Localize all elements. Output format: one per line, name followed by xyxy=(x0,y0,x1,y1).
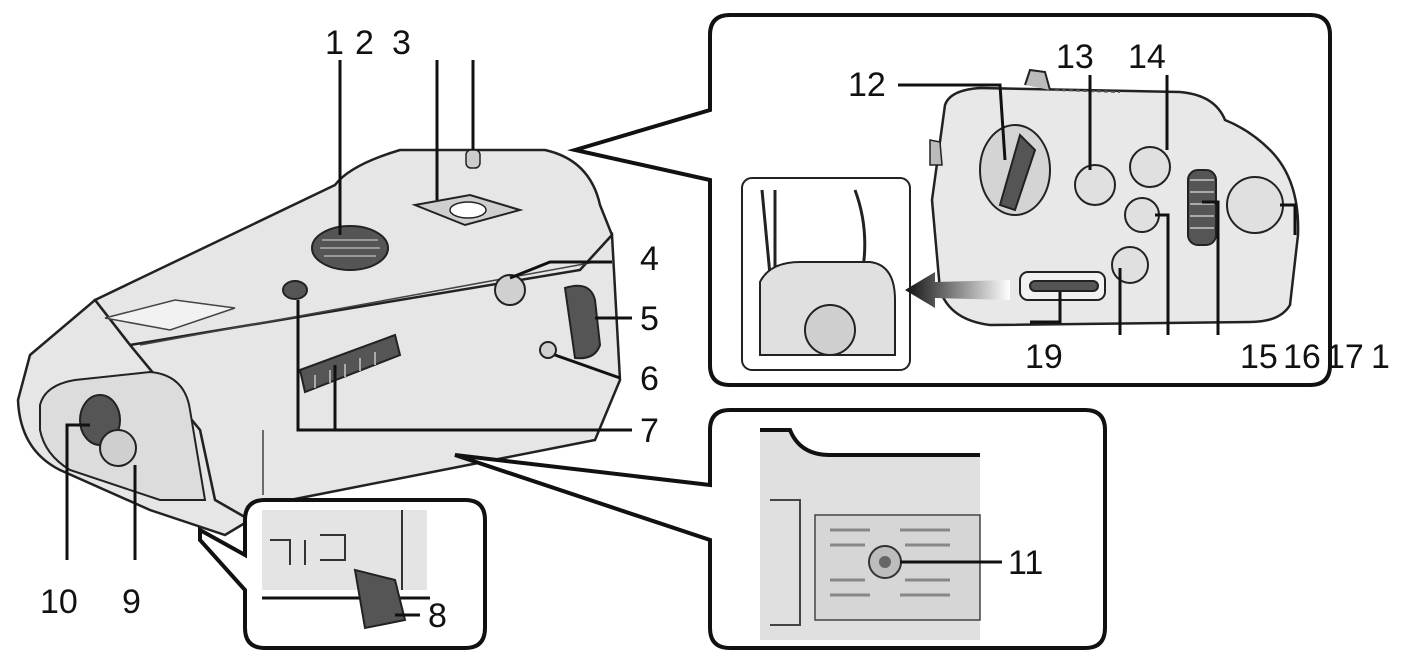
bottom-view-illustration xyxy=(760,428,981,640)
callout-8: 8 xyxy=(428,597,447,635)
leader-6 xyxy=(554,353,621,380)
lever-texture xyxy=(314,352,376,388)
slide-lever xyxy=(298,333,402,394)
rear-dial xyxy=(1187,169,1217,246)
callout-1: 1 xyxy=(325,24,344,62)
camera-thumbnail xyxy=(759,189,896,356)
callout-3: 3 xyxy=(392,24,411,62)
controller-lever xyxy=(998,133,1037,212)
leader-19 xyxy=(1030,292,1062,324)
grip-body xyxy=(16,148,622,537)
callout-10: 10 xyxy=(40,583,78,621)
top-slider xyxy=(1024,68,1051,91)
leader-17 xyxy=(1155,213,1170,335)
door-latch xyxy=(99,429,137,467)
terminal-cover-illustration xyxy=(262,510,430,630)
leader-15 xyxy=(1280,203,1297,235)
connector-slot xyxy=(1029,280,1099,292)
terminal-cover xyxy=(353,568,407,630)
callout-6: 6 xyxy=(640,360,659,398)
rear-button-17 xyxy=(1124,197,1160,233)
round-button xyxy=(494,274,526,306)
callout-11: 11 xyxy=(1008,544,1043,582)
thumbnail-strap-left xyxy=(760,189,777,276)
bottom-side-edge xyxy=(770,499,801,626)
bottom-plate-edge xyxy=(760,428,980,457)
side-dial xyxy=(563,284,602,360)
callout-13: 13 xyxy=(1056,38,1094,76)
callout-4: 4 xyxy=(640,240,659,278)
rear-button-13 xyxy=(1074,164,1116,206)
cover-details xyxy=(270,534,346,565)
contact-post xyxy=(465,149,481,169)
dial-texture xyxy=(320,239,380,257)
callout-14: 14 xyxy=(1128,38,1166,76)
leader-12 xyxy=(898,83,1007,161)
large-rear-button xyxy=(1226,176,1284,234)
leader-7 xyxy=(296,300,632,432)
shutter-button xyxy=(449,201,487,219)
rear-view-illustration xyxy=(929,68,1300,327)
plate-grooves xyxy=(830,528,950,597)
small-button xyxy=(539,341,557,359)
top-ridge xyxy=(1054,89,1121,93)
leader-lines xyxy=(65,60,1297,617)
callout-5: 5 xyxy=(640,300,659,338)
tripod-socket-hole xyxy=(879,556,891,568)
callout-15: 15 xyxy=(1240,338,1278,376)
rear-button-14 xyxy=(1129,146,1171,188)
callout-9: 9 xyxy=(122,583,141,621)
callout-labels: 1 2 3 4 5 6 7 8 9 10 11 12 13 14 15 16 1… xyxy=(40,24,1390,635)
leader-10 xyxy=(65,423,90,560)
callout-18: 1 xyxy=(1371,338,1390,376)
thumbnail-lens xyxy=(804,304,856,356)
strap-eyelet xyxy=(929,139,943,166)
callout-16: 16 xyxy=(1283,338,1321,376)
rear-button-16 xyxy=(1111,246,1149,284)
callout-2: 2 xyxy=(355,24,374,62)
top-window xyxy=(104,299,236,331)
callout-12: 12 xyxy=(848,66,886,104)
leader-4 xyxy=(509,260,612,280)
direction-arrow xyxy=(905,272,1010,308)
callout-7: 7 xyxy=(640,412,659,450)
rear-dial-texture xyxy=(1190,179,1214,229)
callout-19: 19 xyxy=(1025,338,1063,376)
callout-17: 17 xyxy=(1326,338,1364,376)
leader-18 xyxy=(1202,200,1220,335)
top-knob xyxy=(282,280,308,300)
